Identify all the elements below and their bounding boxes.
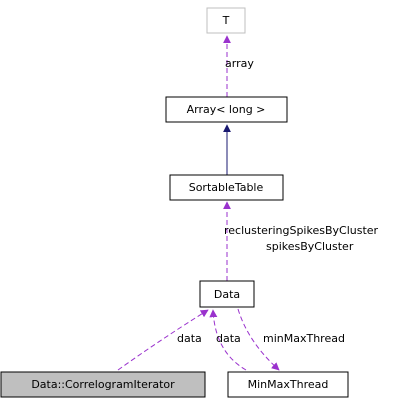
node-correlogram-iterator-label: Data::CorrelogramIterator [31,378,175,391]
node-correlogram-iterator[interactable]: Data::CorrelogramIterator [0,371,206,398]
node-data-label: Data [214,288,240,301]
node-t-box [206,7,246,34]
edge-spikes-by-cluster-label: spikesByCluster [266,240,354,253]
node-array-long-box [165,96,288,123]
node-t[interactable]: T [206,7,246,34]
node-array-long[interactable]: Array< long > [165,96,288,123]
node-data[interactable]: Data [199,280,255,308]
edge-iterator-to-data-line [117,309,209,371]
node-array-long-label: Array< long > [187,103,266,116]
node-sortable-table-label: SortableTable [189,181,264,194]
node-t-label: T [222,14,230,27]
edge-minmax-to-data-line [209,309,247,371]
edge-iterator-data-label: data [177,332,202,345]
edge-minmax-to-data: data [209,309,247,371]
node-min-max-thread[interactable]: MinMaxThread [227,371,349,398]
node-sortable-table-box [169,174,284,201]
node-min-max-thread-label: MinMaxThread [248,378,329,391]
edge-data-to-minmax: minMaxThread [237,308,345,371]
edge-data-to-sortable: reclusteringSpikesByCluster spikesByClus… [223,201,379,281]
edge-minmax-data-label: data [216,332,241,345]
edge-data-to-minmax-line [237,308,280,371]
node-min-max-thread-box [227,371,349,398]
node-correlogram-iterator-box [0,371,206,398]
node-data-box [199,280,255,308]
edge-array-label: array [225,57,254,70]
edge-iterator-to-data: data [117,309,209,371]
edge-reclustering-label: reclusteringSpikesByCluster [224,224,379,237]
edge-array-to-t: array [223,35,254,97]
edge-minmax-thread-label: minMaxThread [263,332,345,345]
node-sortable-table[interactable]: SortableTable [169,174,284,201]
